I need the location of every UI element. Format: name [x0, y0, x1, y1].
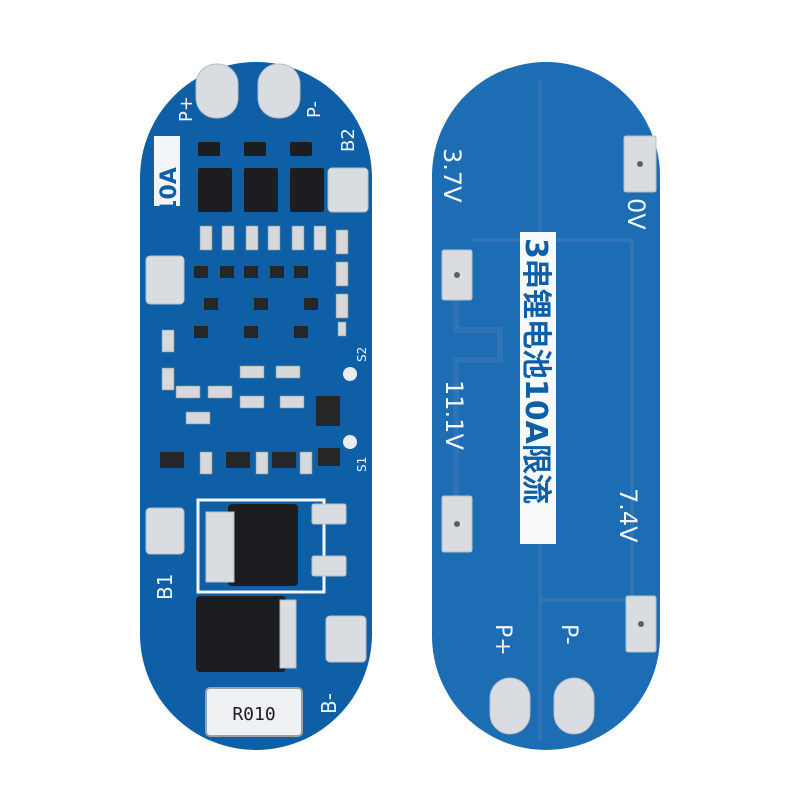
protection-ic-group [198, 142, 324, 212]
mosfet-chip [196, 596, 286, 672]
shunt-resistor [205, 687, 303, 737]
back-p-plus-label: P+ [490, 624, 515, 656]
ic-chip [198, 142, 220, 156]
smd-components [160, 225, 357, 475]
p-plus-pad [195, 63, 239, 119]
mosfet-outline [196, 498, 326, 594]
s1-label: S1 [355, 457, 369, 472]
b-minus-pad [325, 615, 367, 663]
p-plus-label: P+ [176, 96, 197, 122]
mosfet-chip [228, 504, 298, 586]
b1-label: B1 [153, 574, 177, 600]
front-board: P+ P- B2 B+10A S2 S1 B1 B- [140, 62, 372, 750]
b-plus-label-box [154, 136, 180, 206]
label-7-4v: 7.4V [614, 488, 642, 543]
ic-chip [290, 142, 312, 156]
ic-chip [244, 168, 278, 212]
ic-chip [290, 168, 324, 212]
b2-pad [327, 167, 369, 213]
b2-label: B2 [338, 128, 359, 152]
back-board: 3.7V 0V 11.1V 7.4V P+ P- 3串锂电池10A限流 [432, 62, 660, 750]
back-p-minus-label: P- [556, 624, 581, 645]
b-plus-label: B+10A [157, 167, 182, 250]
label-11-1v: 11.1V [440, 380, 468, 450]
b-plus-pad [145, 255, 185, 305]
p-minus-pad [257, 63, 301, 119]
title-label-box [520, 232, 556, 544]
b1-pad [145, 507, 185, 555]
label-3-7v: 3.7V [438, 148, 466, 203]
back-p-minus-pad [553, 677, 595, 735]
resistor-label: R010 [232, 704, 275, 725]
mosfet-group [196, 498, 347, 672]
ic-chip [244, 142, 266, 156]
back-p-plus-pad [489, 677, 531, 735]
p-minus-label: P- [304, 101, 325, 118]
label-0v: 0V [622, 198, 650, 230]
title-label: 3串锂电池10A限流 [518, 238, 553, 504]
ic-chip [198, 168, 232, 212]
b-minus-label: B- [317, 693, 341, 714]
voltage-pads [441, 135, 657, 653]
s2-label: S2 [355, 347, 369, 362]
